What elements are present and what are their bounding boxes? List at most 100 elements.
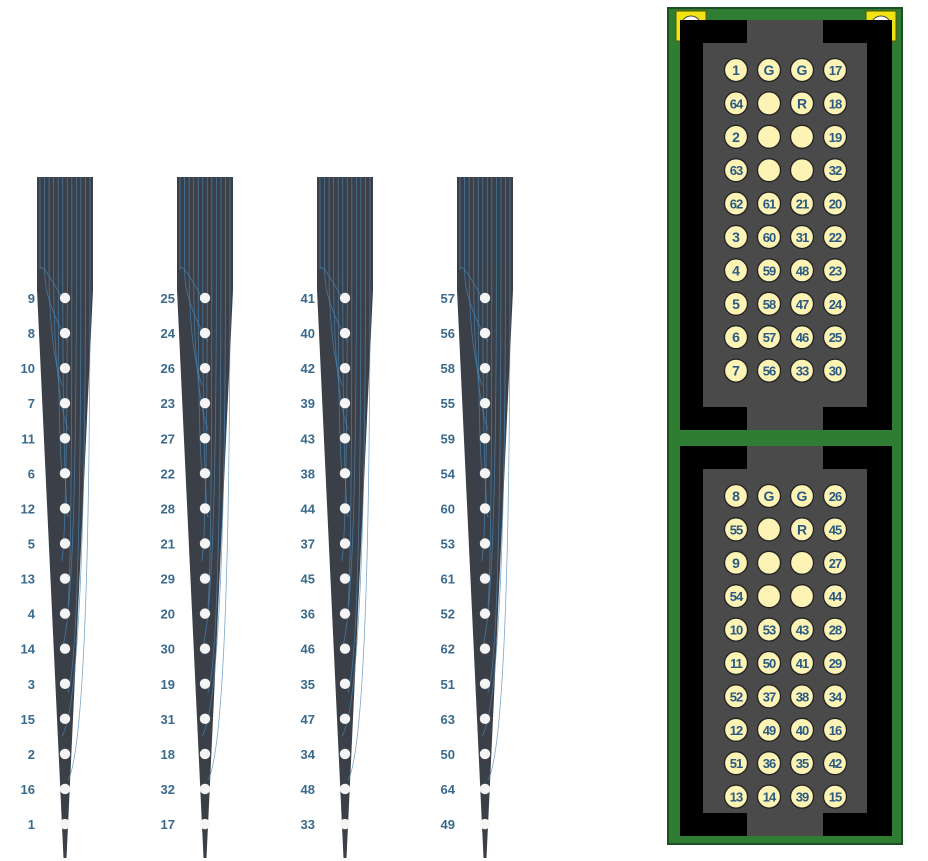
connector-pin [789, 717, 815, 742]
connector-pin [822, 584, 848, 609]
site-label: 15 [21, 712, 35, 727]
connector-pin [723, 483, 749, 509]
connector-pin [822, 550, 848, 575]
connector-pin [822, 191, 848, 216]
trace-line [473, 177, 489, 430]
recording-site [59, 643, 71, 654]
site-label: 24 [161, 326, 176, 341]
site-label: 55 [441, 396, 455, 411]
connector-pin [723, 751, 749, 776]
pin-label: 40 [796, 723, 809, 738]
connector-pin [789, 550, 815, 575]
trace-line [61, 177, 77, 649]
pin-label: 64 [730, 96, 744, 111]
pin-label: 32 [829, 163, 842, 178]
connector-pin [789, 751, 815, 776]
pin-label: 56 [763, 364, 776, 379]
site-label: 46 [301, 642, 315, 657]
trace-line [347, 177, 353, 605]
recording-site [199, 748, 211, 760]
site-label: 37 [301, 536, 315, 551]
recording-site [479, 783, 491, 795]
connector-pin [756, 124, 782, 149]
site-label: 56 [441, 326, 455, 341]
site-label: 64 [441, 782, 456, 797]
recording-site [479, 608, 491, 619]
site-label: 9 [28, 291, 35, 306]
site-label: 61 [441, 572, 455, 587]
pin-label: R [797, 95, 807, 111]
recording-site [479, 433, 491, 444]
trace-line [481, 177, 497, 649]
site-label: 42 [301, 361, 315, 376]
site-label: 13 [21, 572, 35, 587]
connector-pin [822, 517, 848, 542]
recording-site [339, 327, 351, 339]
connector-pin [723, 224, 749, 250]
connector-pin [789, 158, 815, 183]
trace-line [67, 177, 73, 605]
site-label: 63 [441, 712, 455, 727]
pin-label: 22 [829, 230, 842, 245]
recording-site [339, 818, 351, 830]
connector-pin [723, 650, 749, 676]
recording-site [339, 433, 351, 444]
pin-label: 46 [796, 330, 809, 345]
connector-pin [756, 617, 782, 642]
pin-label: 63 [730, 163, 743, 178]
recording-site [479, 503, 491, 514]
pin-label: 34 [829, 689, 843, 704]
site-label: 38 [301, 466, 315, 481]
connector-pin [822, 483, 848, 509]
site-label: 40 [301, 326, 315, 341]
connector-pin [723, 258, 749, 283]
site-label: 1 [28, 817, 35, 832]
site-label: 4 [28, 607, 36, 622]
connector-pin [756, 291, 782, 316]
connector-pin [723, 158, 749, 183]
site-label: 53 [441, 536, 455, 551]
pin-label: G [797, 488, 808, 504]
connector-pin [756, 751, 782, 776]
trace-line [67, 177, 82, 693]
pin-label: 60 [763, 230, 776, 245]
trace-line [487, 177, 511, 781]
pin-label: 11 [730, 656, 743, 671]
connector-pin [723, 517, 749, 542]
pin-label: 25 [829, 330, 842, 345]
connector-pin [723, 91, 749, 116]
site-label: 8 [28, 326, 35, 341]
pin-label: 8 [732, 488, 740, 504]
site-label: 12 [21, 501, 35, 516]
connector-pin [789, 124, 815, 149]
site-label: 29 [161, 572, 175, 587]
pin-label: 29 [829, 656, 842, 671]
site-label: 26 [161, 361, 175, 376]
pin-label: 37 [763, 689, 776, 704]
connector-pin [756, 57, 782, 83]
recording-site [339, 783, 351, 795]
connector-pin [789, 325, 815, 350]
site-label: 39 [301, 396, 315, 411]
recording-site [59, 818, 71, 830]
site-label: 47 [301, 712, 315, 727]
site-label: 54 [441, 466, 456, 481]
pin-label: 62 [730, 197, 743, 212]
recording-site [59, 433, 71, 444]
pin-label: 59 [763, 263, 776, 278]
trace-line [477, 177, 483, 474]
trace-line [197, 177, 203, 474]
recording-site [199, 362, 211, 374]
pin-label: 49 [763, 723, 776, 738]
recording-site [59, 503, 71, 514]
connector-pin [756, 483, 782, 509]
connector-pin [822, 751, 848, 776]
connector-pin [789, 191, 815, 216]
connector-pin [789, 650, 815, 676]
pin-label: 31 [796, 230, 809, 245]
pin-label: 4 [732, 262, 740, 278]
connector-pin [756, 550, 782, 575]
recording-site [59, 292, 71, 304]
connector-pin [822, 91, 848, 116]
